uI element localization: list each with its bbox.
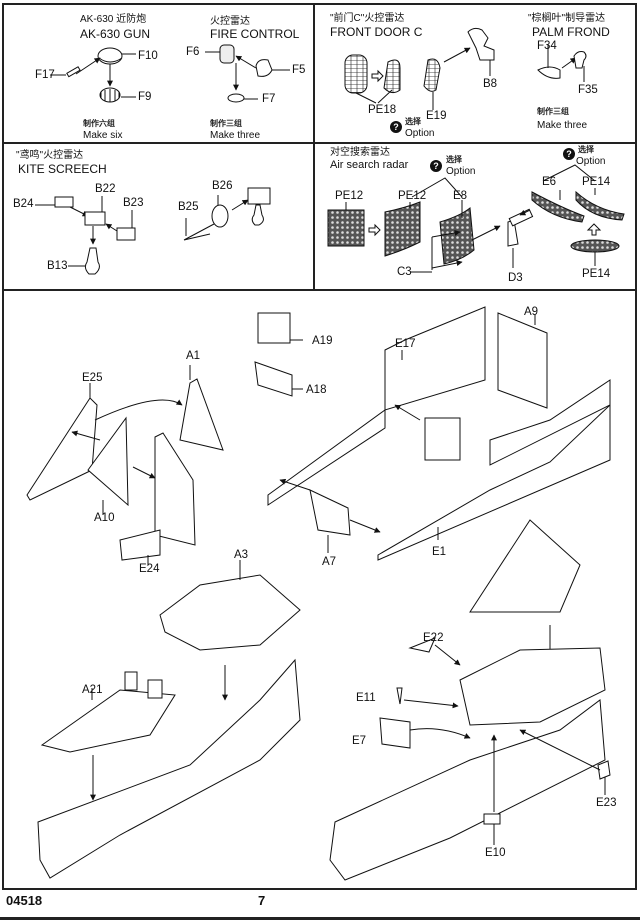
front-door-option-cn: 选择 [405, 117, 421, 126]
air-search-radar-drawing [327, 164, 625, 273]
part-label-f10: F10 [138, 50, 158, 62]
part-label-e1: E1 [432, 546, 447, 558]
option-icon: ? [390, 121, 402, 133]
air-search-option-icon-2: ? [563, 148, 575, 160]
ak630-qty-en: Make six [83, 130, 123, 141]
part-label-b8: B8 [483, 78, 498, 90]
part-label-a10: A10 [94, 512, 115, 524]
part-label-f17: F17 [35, 69, 55, 81]
front-door-c-drawing [344, 27, 495, 110]
part-label-pe12-curved: PE12 [398, 190, 427, 202]
part-label-a9: A9 [524, 306, 539, 318]
part-label-d3: D3 [508, 272, 523, 284]
fire-control-qty-cn: 制作三组 [210, 119, 242, 128]
fire-control-title-en: FIRE CONTROL [210, 27, 300, 41]
part-label-b13: B13 [47, 260, 68, 272]
ak630-gun-drawing [50, 47, 136, 103]
panel-main-assembly [2, 289, 637, 890]
ak630-title-cn: AK-630 近防炮 [80, 14, 147, 25]
fire-control-title-cn: 火控雷达 [210, 16, 250, 27]
part-label-f35: F35 [578, 84, 598, 96]
part-label-a18: A18 [306, 384, 327, 396]
part-label-a7: A7 [322, 556, 337, 568]
palm-frond-drawing [537, 44, 587, 82]
part-label-b25: B25 [178, 201, 199, 213]
air-search-option-en-2: Option [576, 156, 606, 167]
part-label-a3: A3 [234, 549, 249, 561]
page-number: 7 [258, 893, 266, 908]
front-door-title-cn: "前门C"火控雷达 [330, 13, 405, 24]
part-label-e6: E6 [542, 176, 557, 188]
part-label-f9: F9 [138, 91, 152, 103]
front-door-title-en: FRONT DOOR C [330, 25, 423, 39]
bridge-tower-parts-drawing [26, 365, 224, 565]
part-label-f7: F7 [262, 93, 276, 105]
part-label-e10: E10 [485, 847, 506, 859]
part-label-pe18: PE18 [368, 104, 397, 116]
ak630-qty-cn: 制作六组 [83, 119, 115, 128]
part-label-e23: E23 [596, 797, 617, 809]
forward-superstructure-right-drawing [329, 519, 611, 881]
kit-code: 04518 [6, 893, 43, 908]
hull-side-walls-drawing [254, 306, 611, 561]
palm-frond-title-en: PALM FROND [532, 25, 610, 39]
kite-screech-drawing [35, 187, 271, 275]
part-label-pe12-flat: PE12 [335, 190, 364, 202]
footer-rule [0, 917, 640, 920]
part-label-e22: E22 [423, 632, 444, 644]
kite-screech-title-en: KITE SCREECH [18, 162, 107, 176]
air-search-title-en: Air search radar [330, 159, 409, 171]
palm-frond-qty-cn: 制作三组 [537, 107, 569, 116]
palm-frond-title-cn: "棕榈叶"制导雷达 [528, 13, 606, 24]
fire-control-qty-en: Make three [210, 130, 261, 141]
part-label-b22: B22 [95, 183, 116, 195]
part-label-e8: E8 [453, 190, 468, 202]
fire-control-drawing [205, 44, 290, 103]
part-label-pe14-top: PE14 [582, 176, 611, 188]
palm-frond-qty-en: Make three [537, 120, 588, 131]
part-label-b24: B24 [13, 198, 34, 210]
front-door-option-en: Option [405, 128, 435, 139]
forward-superstructure-left-drawing [37, 560, 301, 879]
air-search-title-cn: 对空搜索雷达 [330, 147, 390, 158]
part-label-e19: E19 [426, 110, 447, 122]
air-search-option-cn-1: 选择 [446, 155, 462, 164]
part-label-e11: E11 [356, 692, 376, 704]
air-search-option-icon-1: ? [430, 160, 442, 172]
ak630-title-en: AK-630 GUN [80, 27, 151, 41]
part-label-f6: F6 [186, 46, 200, 58]
part-label-e7: E7 [352, 735, 367, 747]
part-label-a19: A19 [312, 335, 333, 347]
part-label-e24: E24 [139, 563, 160, 575]
part-label-c3: C3 [397, 266, 412, 278]
part-label-e25: E25 [82, 372, 103, 384]
part-label-b23: B23 [123, 197, 144, 209]
part-label-a1: A1 [186, 350, 201, 362]
part-label-b26: B26 [212, 180, 233, 192]
part-label-pe14-bottom: PE14 [582, 268, 611, 280]
part-label-f5: F5 [292, 64, 306, 76]
part-label-e17: E17 [395, 338, 416, 350]
kite-screech-title-cn: "鸢鸣"火控雷达 [16, 150, 84, 161]
part-label-f34: F34 [537, 40, 557, 52]
air-search-option-en-1: Option [446, 166, 476, 177]
air-search-option-cn-2: 选择 [578, 145, 594, 154]
part-label-a21: A21 [82, 684, 103, 696]
